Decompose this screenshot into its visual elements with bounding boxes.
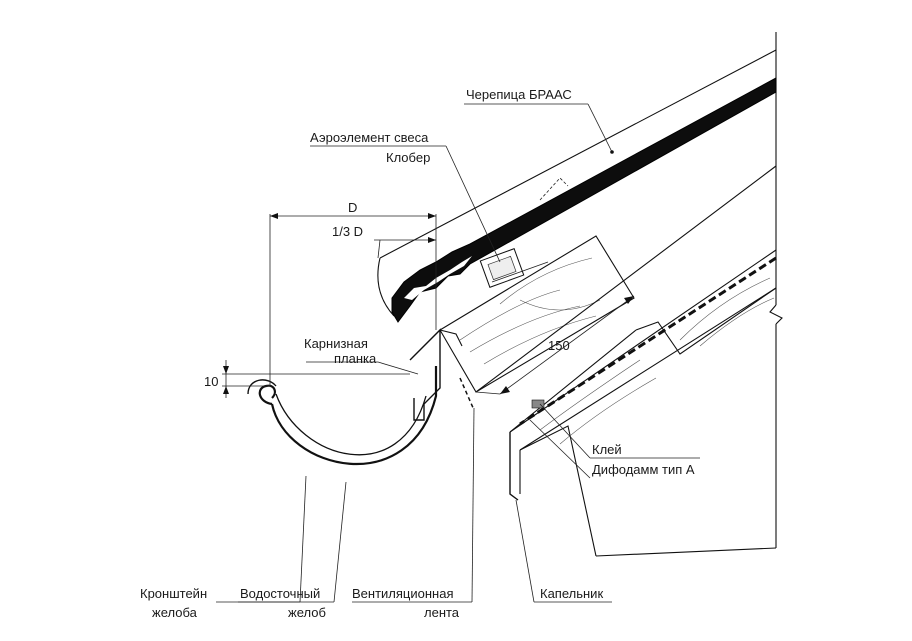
dim-third-d-label: 1/3 D — [332, 224, 363, 239]
label-eaves-line2: планка — [334, 351, 377, 366]
label-tile: Черепица БРААС — [466, 87, 572, 102]
label-difodamm: Дифодамм тип А — [592, 462, 695, 477]
tile-dashed-guide — [539, 177, 569, 201]
leader-lines — [216, 103, 700, 603]
dim-d: D — [269, 200, 437, 386]
label-vent-line1: Вентиляционная — [352, 586, 454, 601]
roof-outline — [377, 49, 777, 317]
label-aero-line2: Клобер — [386, 150, 430, 165]
label-vent-line2: лента — [424, 605, 460, 620]
label-drip: Капельник — [540, 586, 603, 601]
gutter — [247, 366, 438, 465]
label-gutter-line2: желоб — [288, 605, 326, 620]
drip-edge — [509, 432, 521, 501]
rafter-lines — [475, 165, 777, 451]
lower-rafter — [509, 277, 777, 557]
dim-150-label: 150 — [548, 338, 570, 353]
roof-tile — [391, 77, 777, 323]
dim-third-d: 1/3 D — [332, 224, 436, 259]
dim-10: 10 — [204, 360, 410, 398]
upper-batten — [439, 235, 635, 393]
dim-d-label: D — [348, 200, 357, 215]
label-bracket-line1: Кронштейн — [140, 586, 207, 601]
aero-element-clober — [479, 248, 549, 288]
label-eaves-line1: Карнизная — [304, 336, 368, 351]
wall-boundary — [595, 32, 783, 557]
label-gutter-line1: Водосточный — [240, 586, 320, 601]
label-bracket-line2: желоба — [152, 605, 198, 620]
label-glue: Клей — [592, 442, 622, 457]
dim-10-label: 10 — [204, 374, 218, 389]
glue-mark — [531, 399, 545, 409]
membrane-difodamm — [459, 256, 777, 426]
dim-150: 150 — [475, 295, 635, 395]
label-aero-line1: Аэроэлемент свеса — [310, 130, 429, 145]
